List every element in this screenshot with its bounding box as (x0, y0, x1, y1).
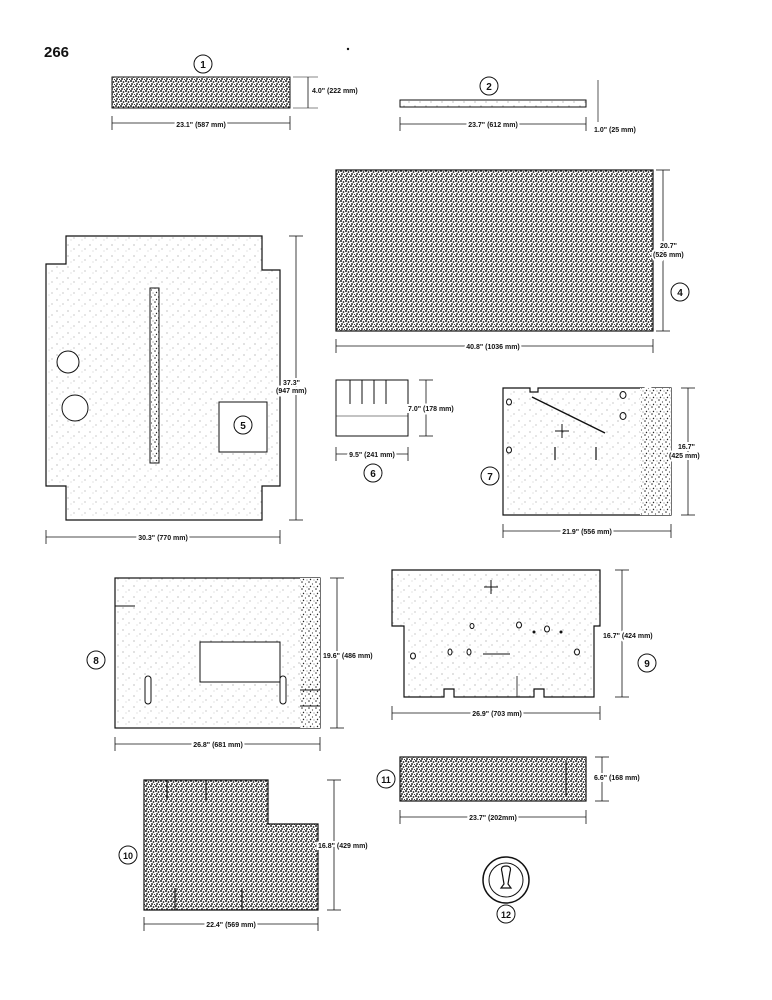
part-11-board (399, 756, 587, 802)
part-7-callout (480, 466, 500, 486)
part-6-board (335, 379, 409, 437)
part-2-height-label: 1.0" (25 mm) (594, 127, 636, 134)
part-6-callout (363, 463, 383, 483)
part-9: 16.7" (424 mm) 9 26.9" (703 mm) (391, 569, 657, 720)
part-7-edge-shade (640, 388, 671, 515)
part-4-height-label: 20.7" (660, 243, 677, 250)
part-1-number: 1 (200, 60, 206, 71)
part-5-height-mm: (947 mm) (276, 388, 307, 395)
part-2-width-label: 23.7" (612 mm) (468, 122, 518, 129)
part-6-width-label: 9.5" (241 mm) (349, 452, 395, 459)
part-9-number: 9 (644, 659, 650, 670)
part-6: 7.0" (178 mm) 9.5" (241 mm) 6 (335, 379, 456, 483)
part-5-hole-upper (56, 350, 80, 374)
part-1-callout (193, 54, 213, 74)
part-10-width-label: 22.4" (569 mm) (206, 922, 256, 929)
part-11-number: 11 (381, 775, 391, 785)
part-2: 2 23.7" (612 mm) 1.0" (25 mm) (399, 76, 636, 134)
part-5-panel (45, 235, 281, 521)
part-8-cutout (199, 641, 281, 683)
part-5-slot (149, 287, 160, 464)
part-9-callout (637, 653, 657, 673)
part-12-outer-ring (482, 856, 530, 904)
part-1-width-label: 23.1" (587 mm) (176, 122, 226, 129)
part-4: 20.7" (526 mm) 4 40.8" (1036 mm) (335, 169, 690, 353)
part-10-height-label: 16.8" (429 mm) (318, 843, 368, 850)
part-7-number: 7 (487, 472, 493, 483)
part-8-width-label: 26.8" (681 mm) (193, 742, 243, 749)
part-12-inner-ring (488, 862, 524, 898)
part-9-height-label: 16.7" (424 mm) (603, 633, 653, 640)
part-11-height-label: 6.6" (168 mm) (594, 775, 640, 782)
part-5-width-label: 30.3" (770 mm) (138, 535, 188, 542)
part-9-width-label: 26.9" (703 mm) (472, 711, 522, 718)
part-11-width-label: 23.7" (202mm) (469, 815, 517, 822)
part-7-height-label: 16.7" (678, 444, 695, 451)
part-11-callout (376, 769, 396, 789)
part-12-keyhole (499, 865, 513, 889)
part-8-height-label: 19.6" (486 mm) (323, 653, 373, 660)
stray-mark (346, 47, 350, 51)
part-4-number: 4 (677, 288, 683, 299)
part-5-number: 5 (240, 421, 246, 432)
part-1: 1 23.1" (587 mm) 4.0" (222 mm) (111, 54, 358, 131)
part-2-callout (479, 76, 499, 96)
part-7: 7 16.7" (425 mm) 21.9" (556 mm) (480, 387, 702, 538)
part-5: 5 37.3" (947 mm) 30.3" (770 mm) (45, 235, 309, 544)
part-2-number: 2 (486, 82, 492, 93)
part-12: 12 (482, 856, 530, 924)
part-8: 8 19.6" (486 mm) 26.8" (681 mm) (86, 577, 375, 751)
part-10-number: 10 (123, 851, 133, 861)
part-8-callout (86, 650, 106, 670)
part-4-width-label: 40.8" (1036 mm) (466, 344, 520, 351)
part-7-diagonal-slot (531, 396, 606, 434)
part-5-height-label: 37.3" (283, 380, 300, 387)
part-4-height-mm: (526 mm) (653, 252, 684, 259)
part-5-hole-lower (61, 394, 89, 422)
part-12-callout (496, 904, 516, 924)
part-5-callout (233, 415, 253, 435)
part-1-height-label: 4.0" (222 mm) (312, 88, 358, 95)
part-10-callout (118, 845, 138, 865)
part-8-number: 8 (93, 656, 99, 667)
part-10: 10 16.8" (429 mm) 22.4" (569 mm) (118, 779, 370, 931)
part-1-board (111, 76, 291, 109)
part-2-board (399, 99, 587, 108)
part-10-panel (143, 779, 319, 911)
page-number: 266 (44, 44, 70, 61)
part-6-height-label: 7.0" (178 mm) (408, 406, 454, 413)
part-4-callout (670, 282, 690, 302)
part-12-number: 12 (501, 910, 511, 920)
part-9-panel (391, 569, 601, 698)
part-7-height-mm: (425 mm) (669, 453, 700, 460)
part-6-number: 6 (370, 469, 376, 480)
part-7-width-label: 21.9" (556 mm) (562, 529, 612, 536)
part-11: 11 6.6" (168 mm) 23.7" (202mm) (376, 756, 642, 824)
part-4-board (335, 169, 654, 332)
